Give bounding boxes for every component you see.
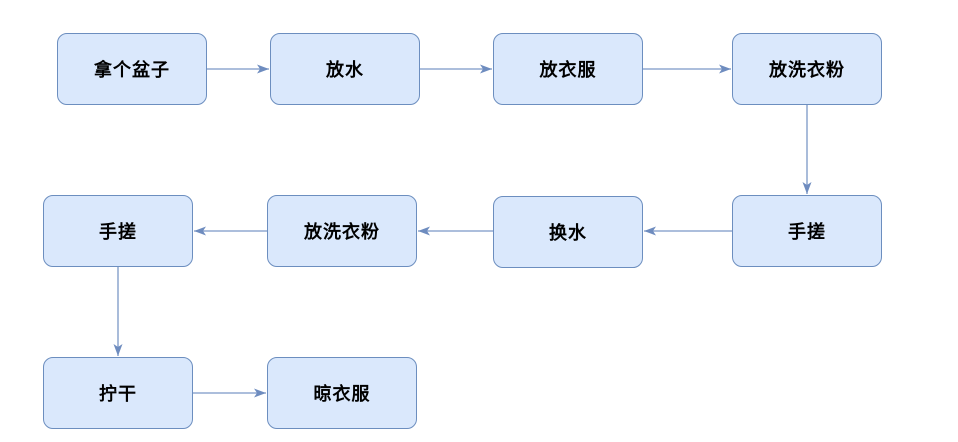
node-add-water: 放水 [270, 33, 420, 105]
node-label: 晾衣服 [313, 384, 371, 404]
node-label: 手搓 [788, 222, 826, 242]
node-add-detergent-2: 放洗衣粉 [267, 195, 417, 267]
node-add-detergent-1: 放洗衣粉 [732, 33, 882, 105]
node-change-water: 换水 [493, 196, 643, 268]
node-label: 手搓 [99, 222, 137, 242]
node-label: 拧干 [99, 384, 137, 404]
node-label: 拿个盆子 [94, 60, 170, 80]
node-label: 换水 [549, 223, 587, 243]
node-wring-dry: 拧干 [43, 357, 193, 429]
node-label: 放水 [326, 60, 364, 80]
node-hang-clothes: 晾衣服 [267, 357, 417, 429]
node-label: 放洗衣粉 [769, 60, 845, 80]
node-put-clothes: 放衣服 [493, 33, 643, 105]
node-label: 放洗衣粉 [304, 222, 380, 242]
node-label: 放衣服 [539, 60, 597, 80]
node-hand-scrub-1: 手搓 [732, 195, 882, 267]
node-hand-scrub-2: 手搓 [43, 195, 193, 267]
node-get-basin: 拿个盆子 [57, 33, 207, 105]
